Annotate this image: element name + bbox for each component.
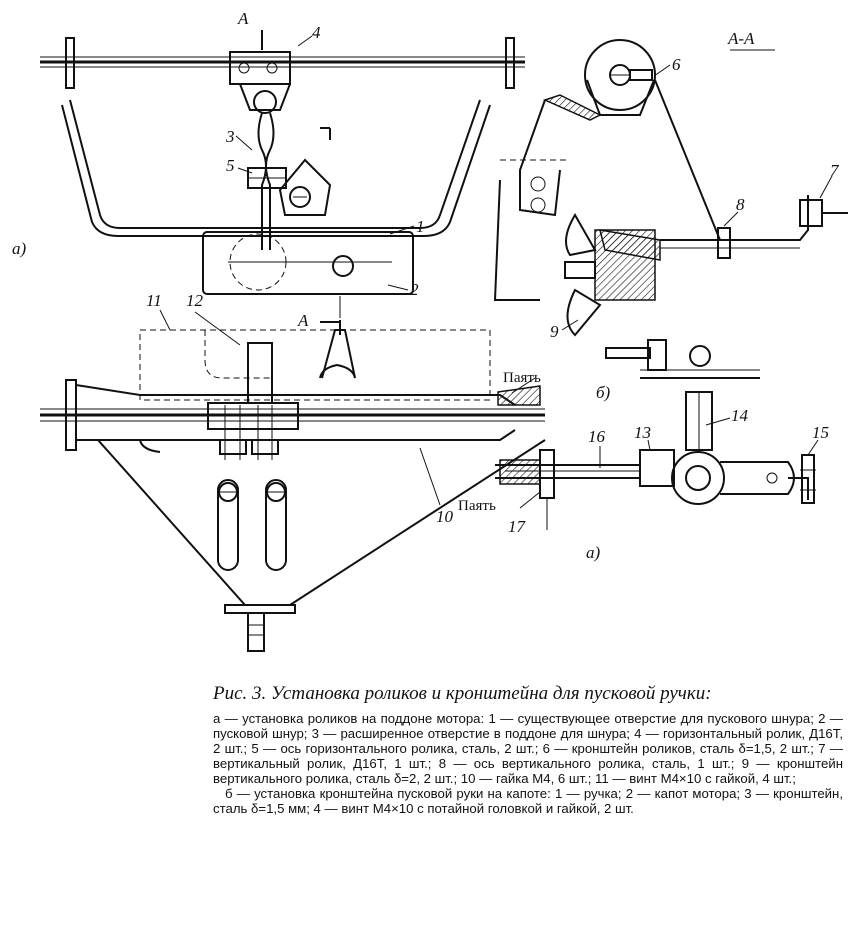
part-label-9: 9 (550, 322, 559, 341)
part-label-6: 6 (672, 55, 681, 74)
caption-title: Рис. 3. Установка роликов и кронштейна д… (213, 683, 712, 704)
section-label: А-А (727, 29, 755, 48)
part-label-13: 13 (634, 423, 651, 442)
technical-drawing: А А-А а) а) б) А Паять Паять 4 3 5 1 2 6… (12, 9, 848, 652)
caption-paragraph-a: а — установка роликов на поддоне мотора:… (213, 711, 843, 786)
part-label-16: 16 (588, 427, 606, 446)
figure-caption: Рис. 3. Установка роликов и кронштейна д… (213, 683, 843, 816)
part-label-10: 10 (436, 507, 454, 526)
section-mark-top: А (237, 9, 249, 28)
part-label-2: 2 (410, 280, 419, 299)
view-a-upper (40, 30, 525, 318)
caption-paragraph-b: б — установка кронштейна пусковой руки н… (213, 786, 843, 816)
part-label-5: 5 (226, 156, 235, 175)
part-label-11: 11 (146, 291, 162, 310)
view-a-label-left: а) (12, 239, 27, 258)
view-a-lower (40, 309, 546, 652)
solder-label-bottom: Паять (458, 498, 496, 514)
view-b (605, 339, 760, 379)
part-label-17: 17 (508, 517, 527, 536)
part-label-15: 15 (812, 423, 829, 442)
solder-label-top: Паять (503, 370, 541, 386)
section-a-a (493, 39, 848, 337)
part-label-4: 4 (312, 23, 321, 42)
part-label-8: 8 (736, 195, 745, 214)
drawing-labels: А А-А а) а) б) А Паять Паять 4 3 5 1 2 6… (12, 9, 840, 562)
part-label-12: 12 (186, 291, 204, 310)
view-a-handle (495, 391, 819, 530)
section-mark-bottom: А (297, 311, 309, 330)
view-a-label-right: а) (586, 543, 601, 562)
part-label-14: 14 (731, 406, 749, 425)
view-b-label: б) (596, 383, 611, 402)
part-label-7: 7 (830, 161, 840, 180)
part-label-1: 1 (416, 217, 425, 236)
part-label-3: 3 (225, 127, 235, 146)
